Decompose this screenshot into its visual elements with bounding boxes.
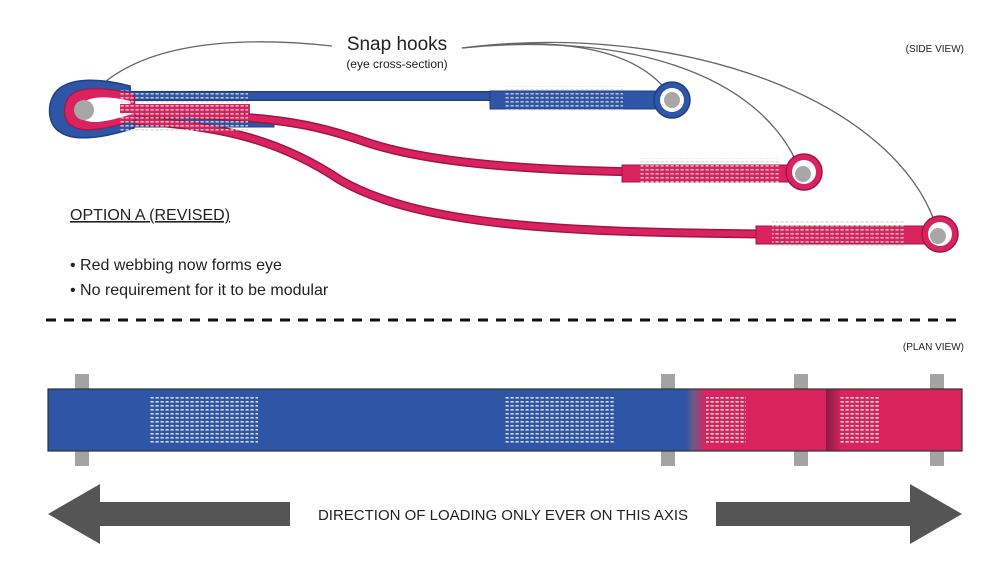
anchor-hook-cross-section <box>74 100 94 120</box>
callout-leader-lines <box>83 41 939 233</box>
plan-stitch-block <box>706 397 746 443</box>
callout-subtitle: (eye cross-section) <box>346 57 447 71</box>
hook-3 <box>755 215 959 253</box>
plan-webbing-outline <box>47 388 963 452</box>
option-notes: OPTION A (REVISED) • Red webbing now for… <box>70 207 329 299</box>
plan-seam-1 <box>686 389 706 451</box>
callout-title: Snap hooks <box>347 34 447 55</box>
leader-line-hook-2 <box>461 43 801 171</box>
option-bullet-2: • No requirement for it to be modular <box>70 282 329 299</box>
loading-direction-label: DIRECTION OF LOADING ONLY EVER ON THIS A… <box>318 507 688 524</box>
hook-3-stitching <box>772 220 904 246</box>
arrow-left-head <box>48 484 290 544</box>
plan-view: (PLAN VIEW) <box>47 342 964 466</box>
side-view-label: (SIDE VIEW) <box>906 44 964 55</box>
hook-1 <box>489 81 691 119</box>
plan-stitch-block <box>840 397 880 443</box>
hook-3-cross-section <box>930 228 946 244</box>
leader-line-hook-3 <box>461 41 939 233</box>
plan-seam-2 <box>826 389 842 451</box>
hook-2-stitching <box>640 158 780 184</box>
hook-1-stitching <box>505 86 623 112</box>
hook-1-cross-section <box>664 92 680 108</box>
option-bullet-1: • Red webbing now forms eye <box>70 257 282 274</box>
arrow-right-head <box>716 484 962 544</box>
plan-stitch-block <box>505 397 615 443</box>
plan-view-label: (PLAN VIEW) <box>903 342 964 353</box>
plan-stitch-block <box>150 397 258 443</box>
eye-stitching <box>120 90 248 132</box>
hook-2-cross-section <box>795 166 811 182</box>
option-heading: OPTION A (REVISED) <box>70 207 230 224</box>
loading-direction-arrow: DIRECTION OF LOADING ONLY EVER ON THIS A… <box>48 484 962 544</box>
hook-2 <box>621 153 823 191</box>
side-view: Snap hooks (eye cross-section) (SIDE VIE… <box>48 34 964 253</box>
